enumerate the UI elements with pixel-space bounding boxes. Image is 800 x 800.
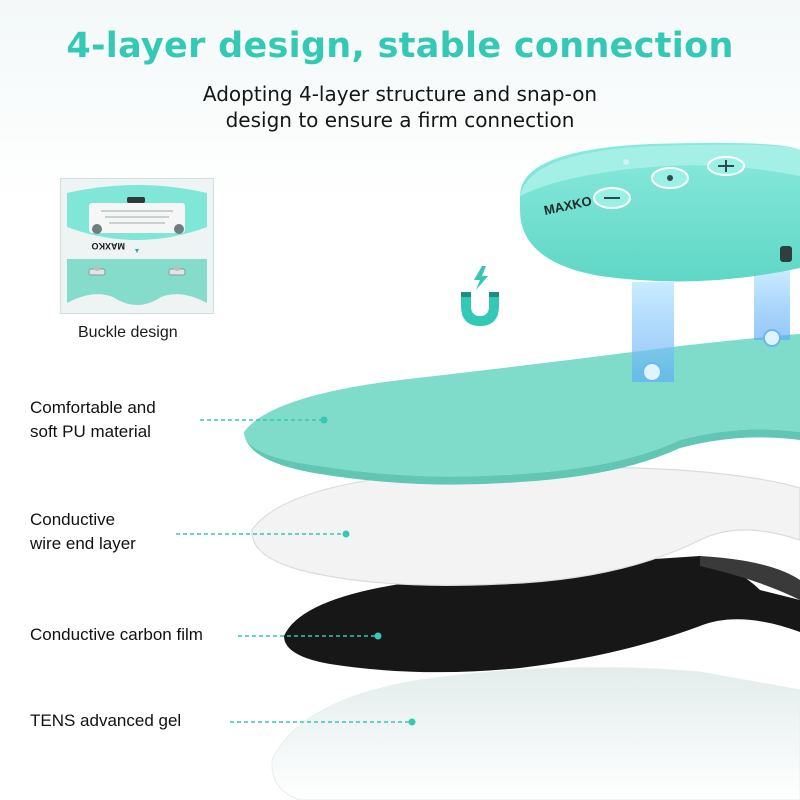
controller-device: MAXKO	[520, 142, 800, 282]
subtitle-line-2: design to ensure a firm connection	[225, 108, 575, 132]
carbon-film-edge	[700, 556, 800, 600]
callout-pu-material	[200, 416, 328, 424]
magnet-icon	[461, 292, 499, 326]
light-beam-right	[754, 270, 790, 340]
gel-layer	[271, 667, 800, 800]
page-title: 4-layer design, stable connection	[66, 26, 734, 66]
subtitle-line-1: Adopting 4-layer structure and snap-on	[202, 82, 598, 106]
buckle-design-inset: MAXKO	[60, 178, 214, 314]
buckle-illustration: MAXKO	[61, 179, 213, 313]
callout-gel	[230, 718, 416, 726]
lightning-icon	[474, 266, 488, 290]
label-wire-end-layer: Conductive wire end layer	[30, 510, 136, 553]
label-pu-material: Comfortable and soft PU material	[30, 398, 156, 441]
pu-material-shade	[244, 429, 800, 485]
snap-stud-glow-left	[642, 362, 662, 382]
inset-caption: Buckle design	[78, 324, 178, 341]
label-carbon-film: Conductive carbon film	[30, 625, 203, 644]
snap-stud-glow-right	[763, 329, 781, 347]
snap-stud-left	[88, 265, 106, 276]
callout-carbon-film	[238, 632, 382, 640]
callout-wire-end-layer	[176, 530, 350, 538]
inset-brand-mark: MAXKO	[92, 241, 126, 251]
label-gel: TENS advanced gel	[30, 711, 182, 730]
pu-material-layer	[244, 334, 800, 477]
snap-stud-right	[168, 265, 186, 276]
